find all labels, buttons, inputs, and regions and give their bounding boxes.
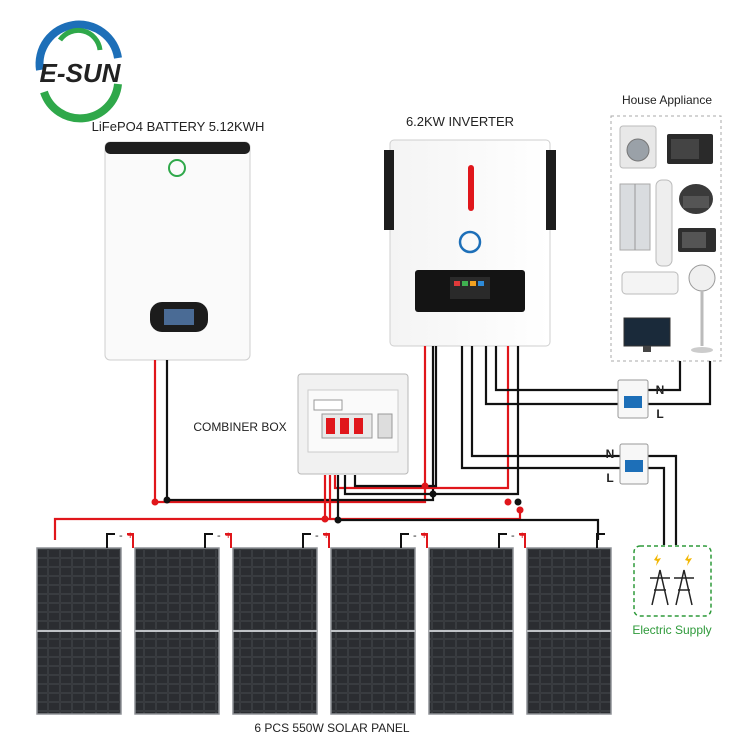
logo-text: E-SUN [40,58,122,88]
panel-minus-label: - [315,530,319,542]
electric-supply-box: Electric Supply [632,545,712,637]
rice-cooker-icon [679,184,713,214]
pylon-icon [650,569,694,606]
washing-machine-icon [619,125,657,169]
fan-icon [688,264,716,353]
inverter-unit [384,139,556,347]
lightning-icon [654,554,661,566]
string-negative-wire [336,475,600,540]
microwave-icon [667,134,713,164]
panel-plus-label: + [225,530,231,542]
solar-panel: -+ [36,530,134,715]
oven-icon [678,228,716,252]
solar-panel: -+ [232,530,330,715]
battery-positive-wire [153,346,427,504]
e-sun-logo: E-SUN [35,20,122,123]
combiner-label: COMBINER BOX [193,420,286,434]
panel-plus-label: + [323,530,329,542]
solar-panel: -+ [428,530,526,715]
solar-panel-label: 6 PCS 550W SOLAR PANEL [254,721,410,735]
appliances-label: House Appliance [622,93,712,107]
panel-plus-label: + [421,530,427,542]
breaker1-l-label: L [656,407,663,421]
battery-label: LiFePO4 BATTERY 5.12KWH [92,119,265,134]
breaker1-n-label: N [656,383,665,397]
panel-minus-label: - [511,530,515,542]
breaker2-n-label: N [606,447,615,461]
grid-l-wire [460,346,620,470]
panel-plus-label: + [519,530,525,542]
panel-plus-label: + [127,530,133,542]
wiring [53,346,712,545]
ac-out-l-wire [484,346,618,406]
ac-out-n-wire [494,346,618,392]
solar-panel: -+ [330,530,428,715]
air-conditioner-icon [621,271,679,295]
refrigerator-icon [619,183,651,251]
solar-panel-array: -+-+-+-+-+ [36,530,612,715]
battery-negative-wire [165,346,435,502]
panel-minus-label: - [119,530,123,542]
panel-minus-label: - [413,530,417,542]
ac-out-breaker: N L [617,379,665,421]
grid-n-wire [470,346,620,458]
solar-panel: -+ [134,530,232,715]
inverter-logo-icon [458,230,482,254]
breaker2-l-label: L [606,471,613,485]
string-positive-wire [53,475,327,540]
inverter-status-light [468,165,474,211]
solar-panel [526,533,612,715]
combiner-box [297,373,409,475]
appliance-panel [610,115,722,362]
grid-breaker: N L [606,443,649,485]
battery-logo-icon [168,159,186,177]
electric-supply-label: Electric Supply [632,623,711,637]
panel-minus-label: - [217,530,221,542]
monitor-icon [623,317,671,352]
inverter-label: 6.2KW INVERTER [406,114,514,129]
air-purifier-icon [655,179,673,267]
pv-positive-wire [333,346,510,490]
battery-unit [104,141,251,361]
